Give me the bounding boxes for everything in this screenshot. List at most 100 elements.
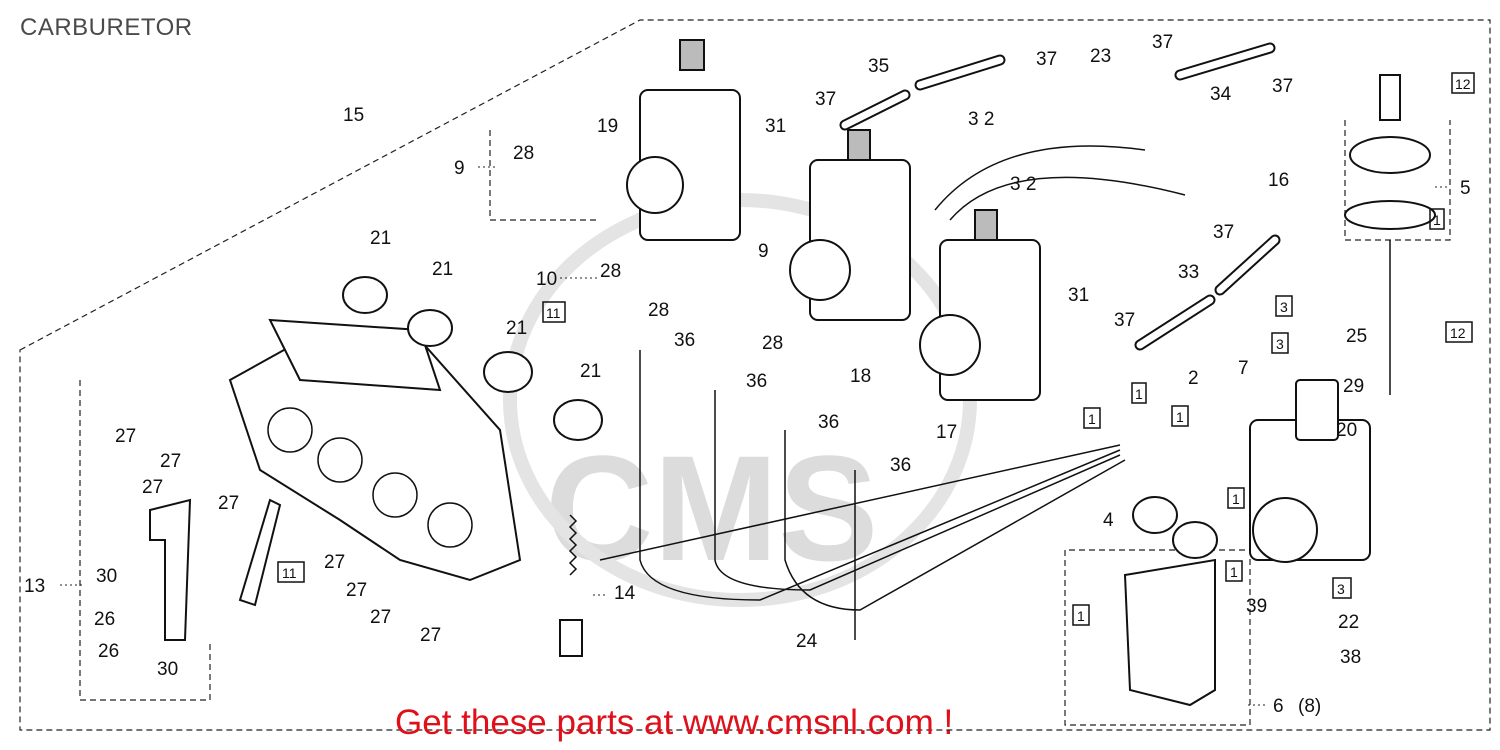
callout-27: 27 (370, 607, 391, 628)
callout-4: 4 (1103, 510, 1114, 531)
diagram-title: CARBURETOR (20, 14, 193, 41)
ref-box-1: 1 (1176, 409, 1184, 425)
callout-22: 22 (1338, 612, 1359, 633)
drain-tubes (599, 350, 1126, 640)
callout-2: 2 (1188, 368, 1199, 389)
callout-21: 21 (506, 318, 527, 339)
carburetor-20 (1249, 379, 1371, 563)
sub-frame-top-cap (1344, 120, 1451, 241)
callout-35: 35 (868, 56, 889, 77)
callout-20: 20 (1336, 420, 1357, 441)
callout-36: 36 (890, 455, 911, 476)
callout-19: 19 (597, 116, 618, 137)
manifold-assembly (228, 318, 522, 582)
callout-17: 17 (936, 422, 957, 443)
callout-27: 27 (324, 552, 345, 573)
footer-parts-link[interactable]: Get these parts at www.cmsnl.com ! (395, 703, 954, 742)
callout-9: 9 (758, 241, 769, 262)
callout-16: 16 (1268, 170, 1289, 191)
callout-27: 27 (142, 477, 163, 498)
callout-5: 5 (1460, 178, 1471, 199)
callout-27: 27 (420, 625, 441, 646)
callout-30: 30 (157, 659, 178, 680)
spring-14 (568, 514, 578, 576)
callout-37: 37 (1152, 32, 1173, 53)
callout-7: 7 (1238, 358, 1249, 379)
callout-29: 29 (1343, 376, 1364, 397)
ref-box-11: 11 (282, 565, 297, 581)
float-chamber (1123, 496, 1218, 707)
carburetor-18 (789, 129, 911, 321)
callout-27: 27 (160, 451, 181, 472)
ref-box-1: 1 (1135, 386, 1143, 402)
cap-14 (559, 619, 583, 657)
callout-37: 37 (815, 89, 836, 110)
callout-labels: 15 19 31 35 37 23 37 34 37 37 3 2 3 2 9 … (24, 32, 1471, 717)
carburetor-17 (919, 209, 1041, 401)
callout-39: 39 (1246, 596, 1267, 617)
callout-23: 23 (1090, 46, 1111, 67)
callout-21: 21 (580, 361, 601, 382)
callout-37: 37 (1114, 310, 1135, 331)
callout-6: 6 (1273, 696, 1284, 717)
callout-34: 34 (1210, 84, 1232, 105)
ref-box-1: 1 (1088, 411, 1096, 427)
callout-36: 36 (746, 371, 767, 392)
callout-36: 36 (674, 330, 695, 351)
top-cap-assembly (1344, 74, 1436, 395)
callout-28: 28 (648, 300, 669, 321)
callout-13: 13 (24, 576, 45, 597)
callout-21: 21 (370, 228, 391, 249)
carburetor-19 (626, 39, 741, 241)
sub-frame-bracket (489, 130, 600, 221)
callout-18: 18 (850, 366, 871, 387)
ref-box-1: 1 (1077, 608, 1085, 624)
leader-lines (60, 166, 1450, 706)
ref-box-3: 3 (1337, 581, 1345, 597)
callout-21: 21 (432, 259, 453, 280)
callout-25: 25 (1346, 326, 1367, 347)
callout-27: 27 (218, 493, 239, 514)
callout-28: 28 (762, 333, 783, 354)
holder-21-set (342, 276, 603, 441)
callout-32: 3 2 (968, 109, 994, 130)
ref-box-1: 1 (1433, 212, 1441, 228)
throttle-bracket (149, 498, 282, 641)
callout-37: 37 (1272, 76, 1293, 97)
callout-36: 36 (818, 412, 839, 433)
callout-28: 28 (600, 261, 621, 282)
callout-27: 27 (115, 426, 136, 447)
ref-box-11: 11 (546, 305, 561, 321)
callout-31: 31 (765, 116, 786, 137)
ref-box-1: 1 (1230, 564, 1238, 580)
callout-30: 30 (96, 566, 117, 587)
ref-box-1: 1 (1232, 491, 1240, 507)
vent-hoses (839, 42, 1281, 351)
callout-10: 10 (536, 269, 557, 290)
callout-9: 9 (454, 158, 465, 179)
callout-31: 31 (1068, 285, 1089, 306)
callout-33: 33 (1178, 262, 1199, 283)
boxed-refs: 12 1 11 3 3 12 1 1 1 1 11 1 1 3 (277, 72, 1475, 626)
callout-14: 14 (614, 583, 636, 604)
callout-38: 38 (1340, 647, 1361, 668)
callout-32: 3 2 (1010, 174, 1036, 195)
sub-frame-left (79, 380, 211, 701)
callout-37: 37 (1213, 222, 1234, 243)
callout-15: 15 (343, 105, 364, 126)
callout-28: 28 (513, 143, 534, 164)
sub-frame-float-chamber (1064, 549, 1251, 726)
callout-27: 27 (346, 580, 367, 601)
ref-box-12: 12 (1455, 76, 1471, 92)
callout-8: (8) (1298, 696, 1321, 717)
ref-box-12: 12 (1450, 325, 1466, 341)
callout-26: 26 (98, 641, 119, 662)
outer-frame (19, 19, 1491, 731)
ref-box-3: 3 (1280, 299, 1288, 315)
callout-26: 26 (94, 609, 115, 630)
watermark-text: CMS (545, 424, 878, 592)
callout-24: 24 (796, 631, 818, 652)
ref-box-3: 3 (1276, 336, 1284, 352)
callout-37: 37 (1036, 49, 1057, 70)
